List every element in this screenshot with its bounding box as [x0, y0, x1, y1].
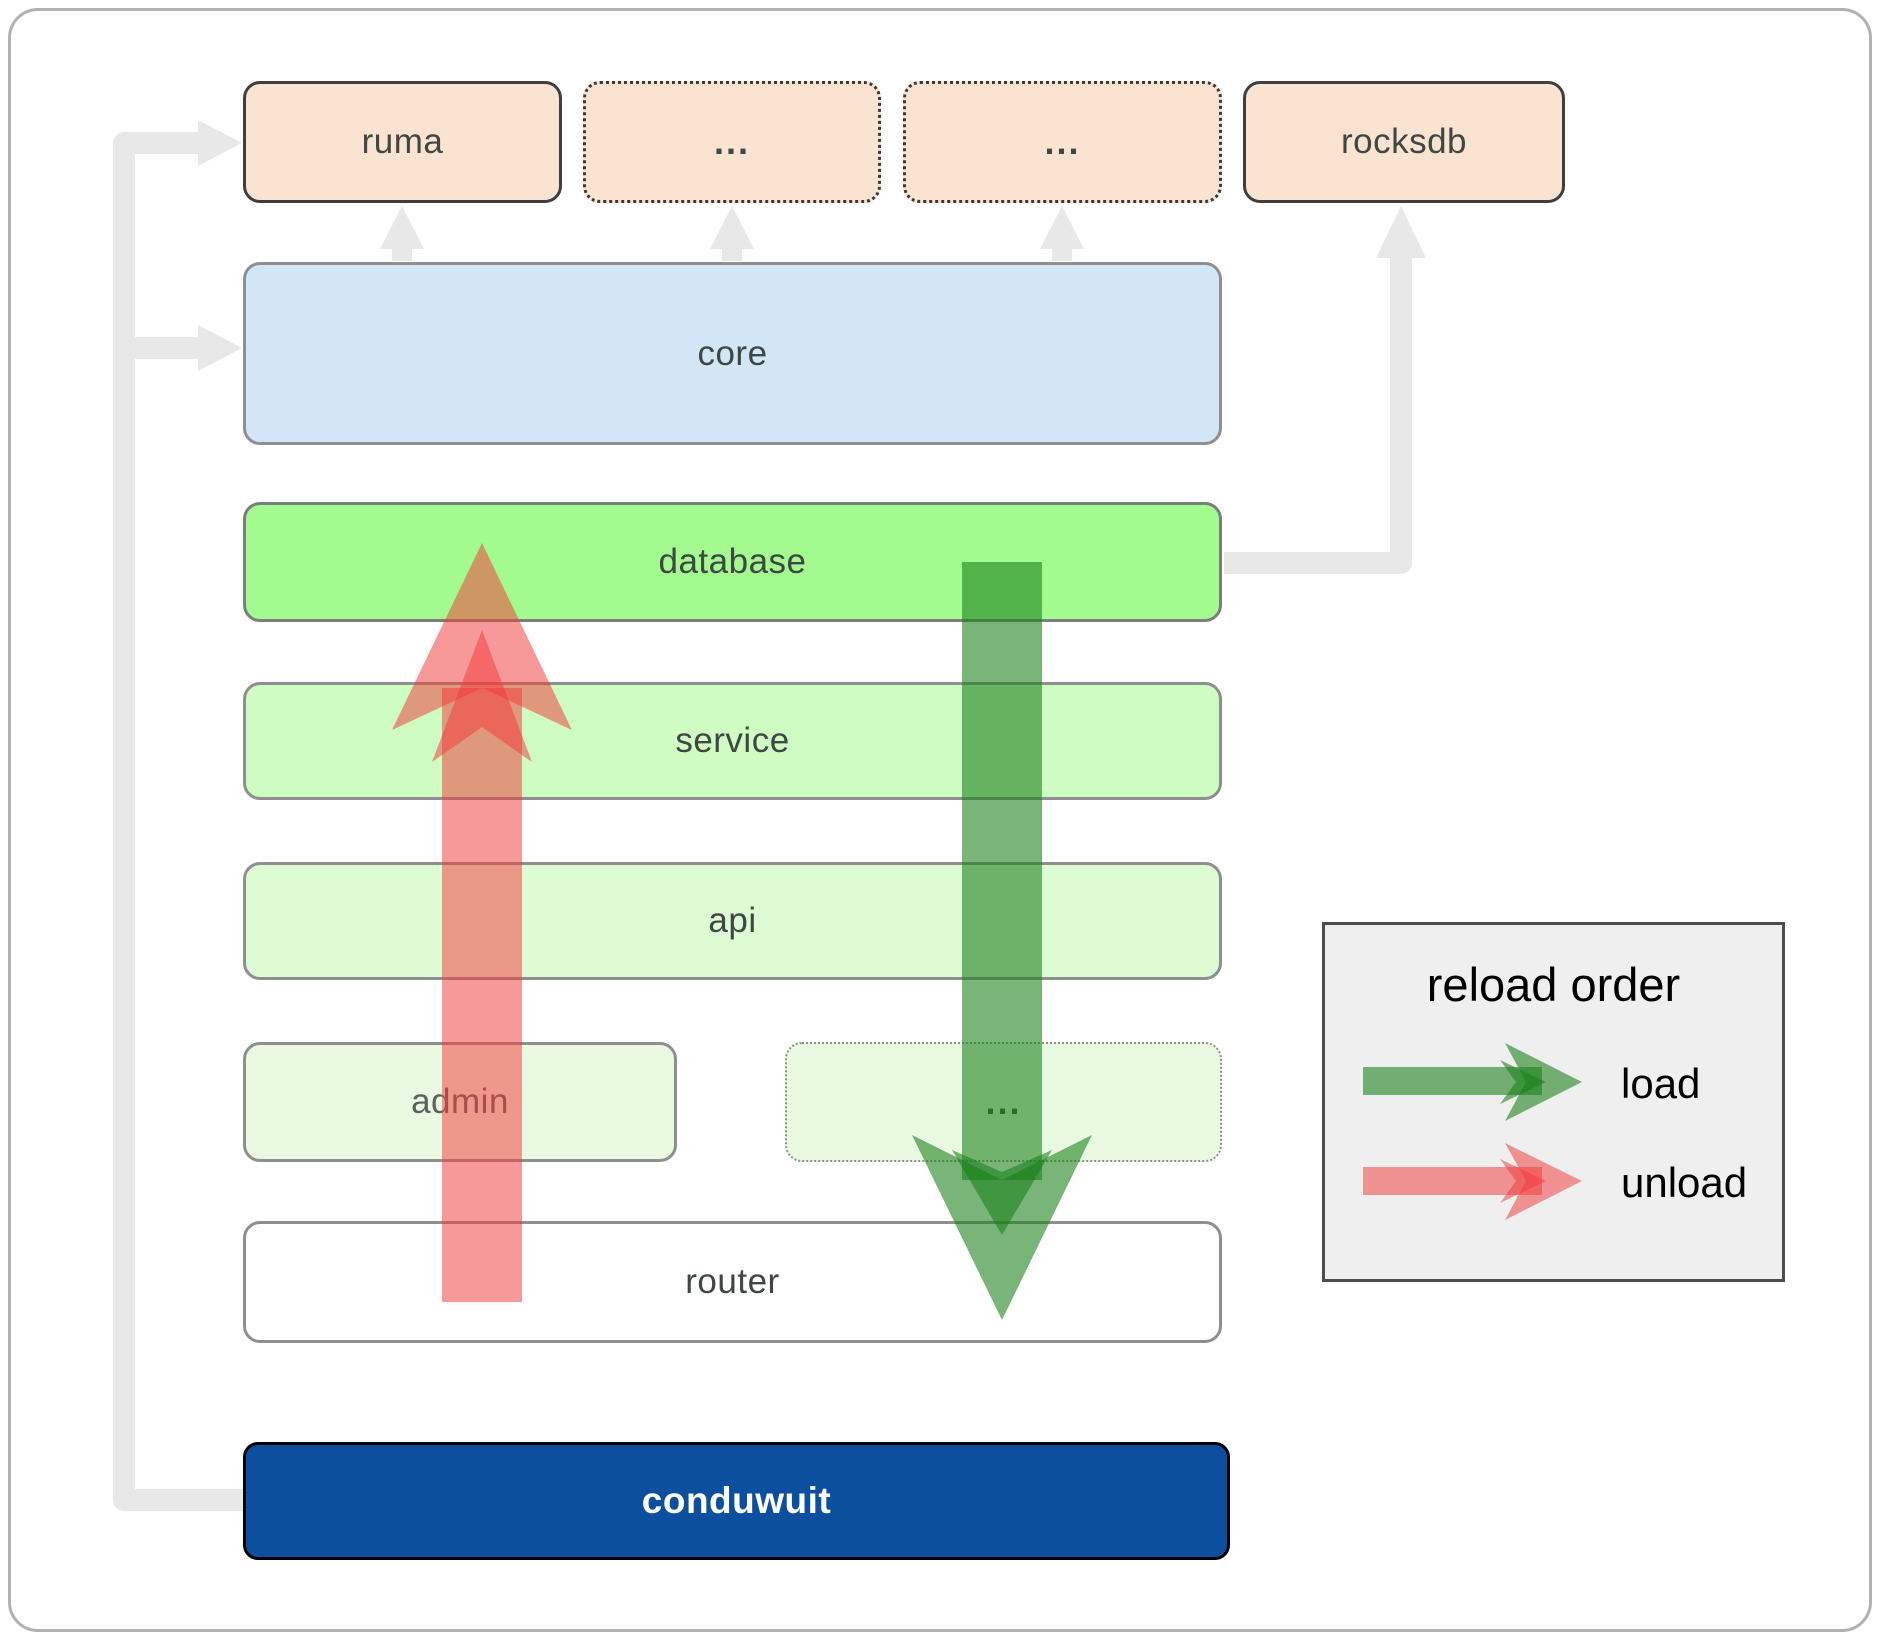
box-admin-label: admin: [411, 1082, 509, 1121]
box-rocksdb: rocksdb: [1243, 81, 1565, 203]
box-router-label: router: [685, 1262, 780, 1301]
box-rocksdb-label: rocksdb: [1340, 122, 1468, 161]
box-crates-more-label: ...: [985, 1081, 1022, 1122]
box-crates-more: ...: [785, 1042, 1222, 1162]
box-core: core: [243, 262, 1222, 445]
box-conduwuit-label: conduwuit: [641, 1480, 832, 1521]
box-ruma: ruma: [243, 81, 562, 203]
box-api: api: [243, 862, 1222, 980]
box-service: service: [243, 682, 1222, 800]
box-deps-more-2: ...: [903, 81, 1222, 203]
box-database-label: database: [658, 542, 807, 581]
diagram-outer-frame: [8, 8, 1872, 1632]
box-api-label: api: [708, 901, 757, 940]
box-admin: admin: [243, 1042, 677, 1162]
box-service-label: service: [675, 721, 790, 760]
box-deps-more-1: ...: [583, 81, 881, 203]
box-conduwuit: conduwuit: [243, 1442, 1230, 1560]
box-ruma-label: ruma: [361, 122, 444, 161]
box-deps-more-1-label: ...: [713, 121, 750, 162]
box-database: database: [243, 502, 1222, 622]
legend-unload-label: unload: [1621, 1159, 1748, 1206]
box-router: router: [243, 1221, 1222, 1343]
legend-reload-order: reload order load unload: [1322, 922, 1785, 1282]
legend-title: reload order: [1426, 958, 1681, 1011]
legend-load-label: load: [1621, 1060, 1701, 1107]
box-core-label: core: [697, 333, 768, 373]
box-deps-more-2-label: ...: [1044, 121, 1081, 162]
